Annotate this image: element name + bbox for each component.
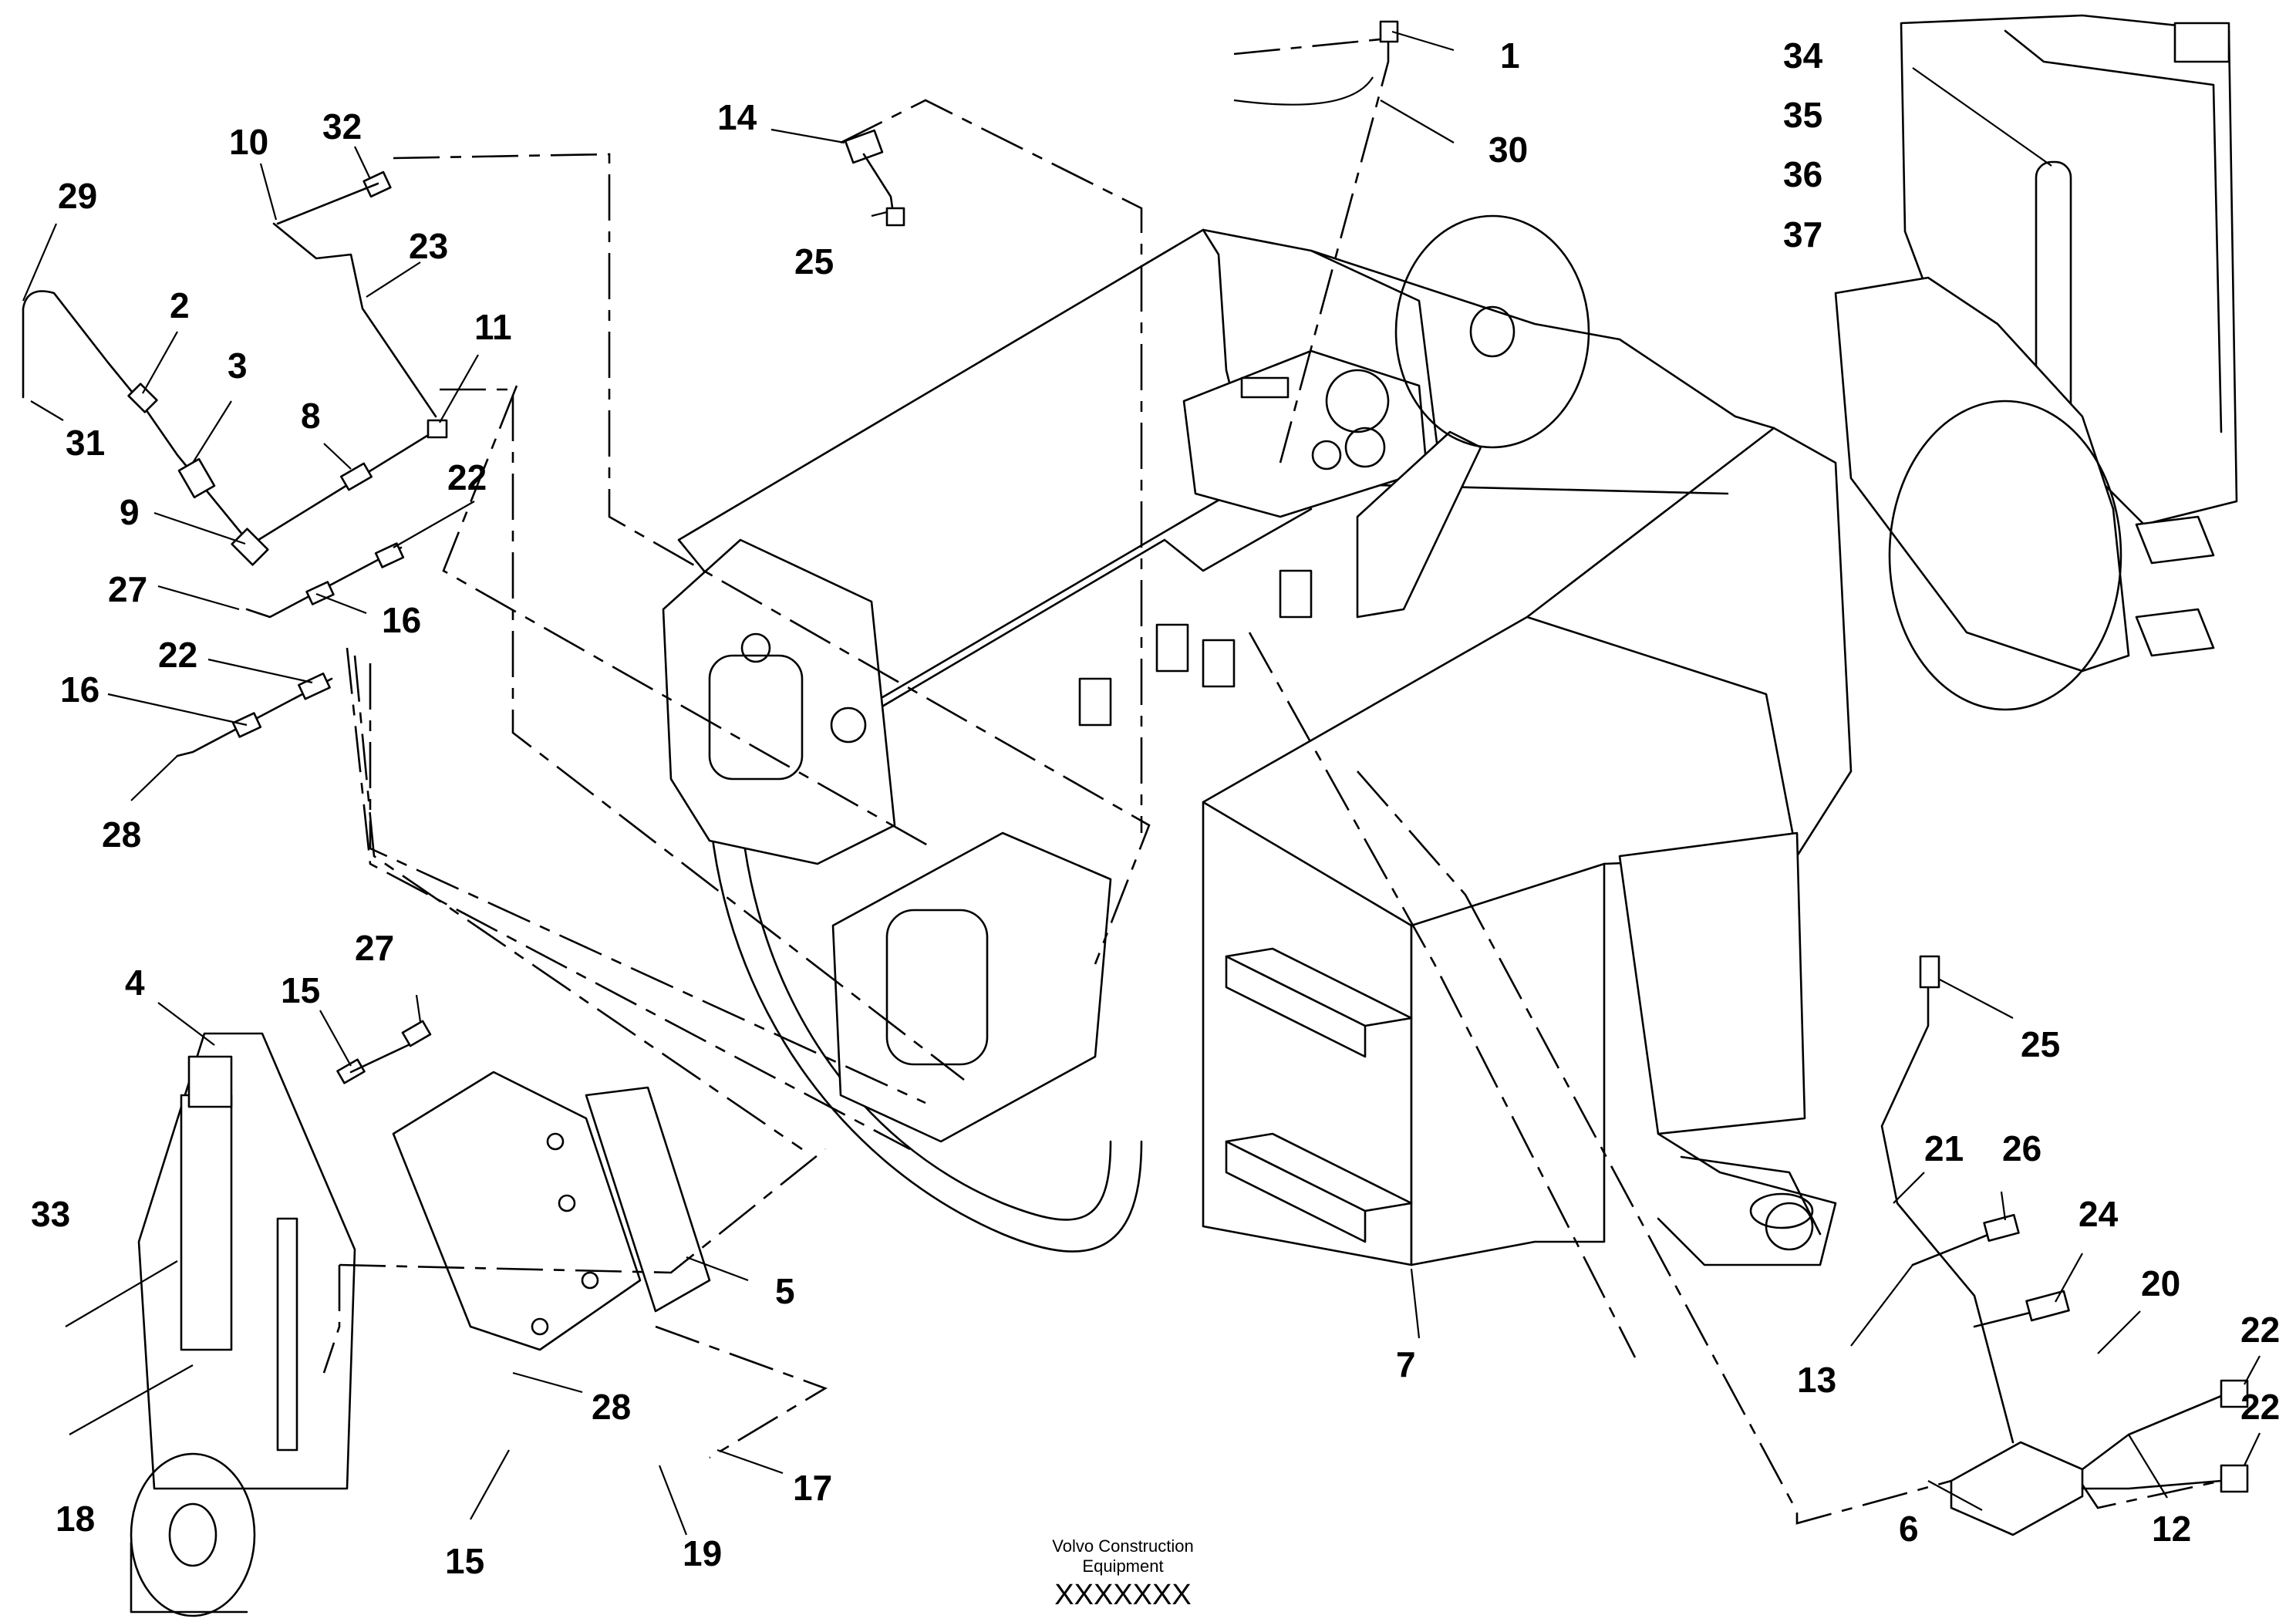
callout-20: 20 — [2141, 1263, 2180, 1303]
callout-36: 36 — [1783, 154, 1822, 194]
callout-26: 26 — [2002, 1128, 2041, 1168]
callout-4: 4 — [125, 963, 145, 1003]
callout-27: 27 — [355, 928, 394, 968]
callout-9: 9 — [120, 492, 140, 532]
callout-11: 11 — [474, 307, 512, 347]
callout-25: 25 — [794, 241, 834, 282]
callout-27: 27 — [108, 569, 147, 609]
callout-13: 13 — [1797, 1360, 1836, 1400]
drum — [708, 808, 1143, 1253]
footer: Volvo Construction Equipment XXXXXXX — [1052, 1536, 1193, 1611]
wheel-assembly — [130, 1032, 356, 1617]
callout-23: 23 — [409, 226, 448, 266]
phantom-lines — [322, 37, 2222, 1525]
callout-25: 25 — [2021, 1024, 2060, 1064]
callout-7: 7 — [1396, 1344, 1416, 1384]
callout-labels: 1 30 14 25 32 10 23 29 2 3 31 11 8 9 22 … — [31, 35, 2280, 1581]
callout-37: 37 — [1783, 214, 1822, 255]
callout-16: 16 — [382, 600, 421, 640]
callout-6: 6 — [1899, 1509, 1919, 1549]
callout-2: 2 — [170, 285, 190, 325]
callout-33: 33 — [31, 1194, 70, 1234]
deck-valves — [1078, 569, 1313, 727]
callout-28: 28 — [592, 1387, 631, 1427]
callout-5: 5 — [775, 1271, 795, 1311]
callout-29: 29 — [58, 176, 97, 216]
callout-35: 35 — [1783, 95, 1822, 135]
callout-22: 22 — [447, 457, 487, 497]
bracket-plates — [392, 1071, 711, 1351]
callout-31: 31 — [66, 423, 105, 463]
valve-block — [1880, 955, 2249, 1536]
callout-22: 22 — [158, 635, 197, 675]
callout-22: 22 — [2240, 1387, 2280, 1427]
hose-assemblies — [22, 20, 1399, 1084]
callout-18: 18 — [56, 1499, 95, 1539]
callout-32: 32 — [322, 106, 362, 147]
callout-12: 12 — [2152, 1509, 2191, 1549]
callout-19: 19 — [683, 1533, 722, 1573]
main-frame — [662, 214, 1853, 1266]
callout-10: 10 — [229, 122, 268, 162]
callout-34: 34 — [1783, 35, 1823, 76]
step-upper — [1225, 947, 1413, 1058]
wheel — [130, 1452, 256, 1617]
callout-21: 21 — [1924, 1128, 1964, 1168]
callout-28: 28 — [102, 814, 141, 855]
leader-lines — [22, 30, 2261, 1536]
callout-8: 8 — [301, 396, 321, 436]
callout-17: 17 — [793, 1468, 832, 1508]
callout-15: 15 — [445, 1541, 484, 1581]
steering-wheel — [1394, 214, 1590, 449]
callout-15: 15 — [281, 970, 320, 1010]
step-lower — [1225, 1132, 1413, 1243]
callout-14: 14 — [717, 97, 757, 137]
footer-drawing-code: XXXXXXX — [1054, 1579, 1191, 1611]
callout-3: 3 — [228, 346, 248, 386]
footer-brand-line2: Equipment — [1082, 1556, 1163, 1576]
cab-inset — [1834, 14, 2238, 711]
side-plate — [662, 538, 896, 865]
callout-22: 22 — [2240, 1310, 2280, 1350]
callout-24: 24 — [2079, 1194, 2119, 1234]
callout-1: 1 — [1500, 35, 1520, 76]
footer-brand-line1: Volvo Construction — [1052, 1536, 1193, 1556]
callout-30: 30 — [1489, 130, 1528, 170]
callout-16: 16 — [60, 669, 99, 710]
